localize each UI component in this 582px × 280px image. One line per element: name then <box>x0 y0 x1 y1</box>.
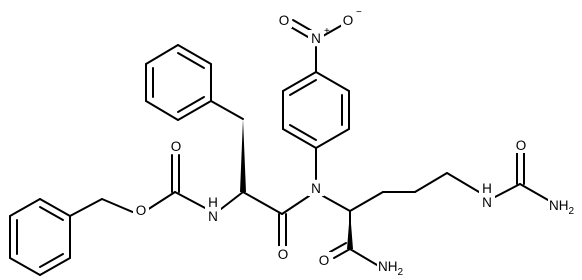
bond-cd-nh <box>446 172 480 193</box>
svg-text:−: − <box>356 7 362 18</box>
atom-labels: O O H N O N N + O − O <box>133 7 578 278</box>
atom-o-nitro-top: O − <box>341 7 362 28</box>
wedge-phe-alpha <box>240 119 246 192</box>
bond-nitro-n-o-left-2 <box>292 19 313 32</box>
svg-text:O: O <box>136 203 147 218</box>
svg-text:N: N <box>208 209 218 224</box>
bond-oester-carbonyl-c <box>146 191 176 211</box>
stereo-wedges <box>240 119 353 249</box>
bond-n-arg-alpha <box>322 195 351 212</box>
benzyl-ring <box>9 198 71 276</box>
svg-text:N: N <box>311 31 321 46</box>
bond-carbamate-c-nh <box>174 191 208 210</box>
atom-nh-phe: H N <box>205 194 221 226</box>
bond-benzyl-ch2 <box>69 198 103 217</box>
bond-carbonyl-n <box>281 195 310 215</box>
phenyl-ring <box>145 44 212 121</box>
bond-alpha-cb <box>349 191 384 212</box>
bond-ch2-phenyl <box>210 100 244 120</box>
svg-text:NH2: NH2 <box>378 259 404 278</box>
bond-cg-cd <box>414 172 448 193</box>
atom-nh-urea: H N <box>479 180 495 212</box>
bond-alpha-carbonyl <box>242 191 283 215</box>
bond-ch2-oester <box>101 198 136 214</box>
bond-urea-c-nh2 <box>519 183 549 201</box>
bond-nh-urea-c <box>494 183 521 198</box>
bond-nh-alpha <box>220 191 244 210</box>
svg-text:O: O <box>319 253 330 268</box>
bond-amide-c-nh2 <box>349 248 378 266</box>
atom-o-carbamate-ester: O <box>133 202 149 218</box>
atom-o-nitro-left: O <box>276 12 292 28</box>
svg-text:O: O <box>278 247 289 262</box>
atom-o-amide-carbonyl: O <box>275 246 291 262</box>
atom-nh2-terminal-amide: NH2 <box>377 258 407 278</box>
bond-nitro-n-o-left-1 <box>288 25 309 38</box>
atom-n-nitro: N + <box>308 26 330 46</box>
svg-text:O: O <box>343 13 354 28</box>
atom-o-terminal-amide: O <box>316 252 332 268</box>
atom-o-urea: O <box>513 137 529 153</box>
bond-nitro-n-o-top <box>322 23 345 37</box>
svg-text:+: + <box>324 26 330 37</box>
svg-text:H: H <box>208 195 218 210</box>
nitrophenyl-ring <box>282 71 350 149</box>
svg-text:N: N <box>311 181 321 196</box>
bond-amide-c-o-double-a <box>333 248 351 259</box>
svg-text:O: O <box>171 139 182 154</box>
svg-text:H: H <box>482 181 492 196</box>
wedge-arg-alpha <box>347 211 353 249</box>
svg-text:NH2: NH2 <box>549 198 575 217</box>
svg-text:O: O <box>279 13 290 28</box>
bonds <box>9 19 549 276</box>
atom-nh2-urea: NH2 <box>548 197 578 217</box>
bond-amide-c-o-double-b <box>329 242 347 253</box>
atom-o-carbamate-carbonyl: O <box>168 138 184 154</box>
svg-text:N: N <box>482 195 492 210</box>
svg-text:O: O <box>516 138 527 153</box>
atom-n-aryl-amide: N <box>308 180 324 196</box>
